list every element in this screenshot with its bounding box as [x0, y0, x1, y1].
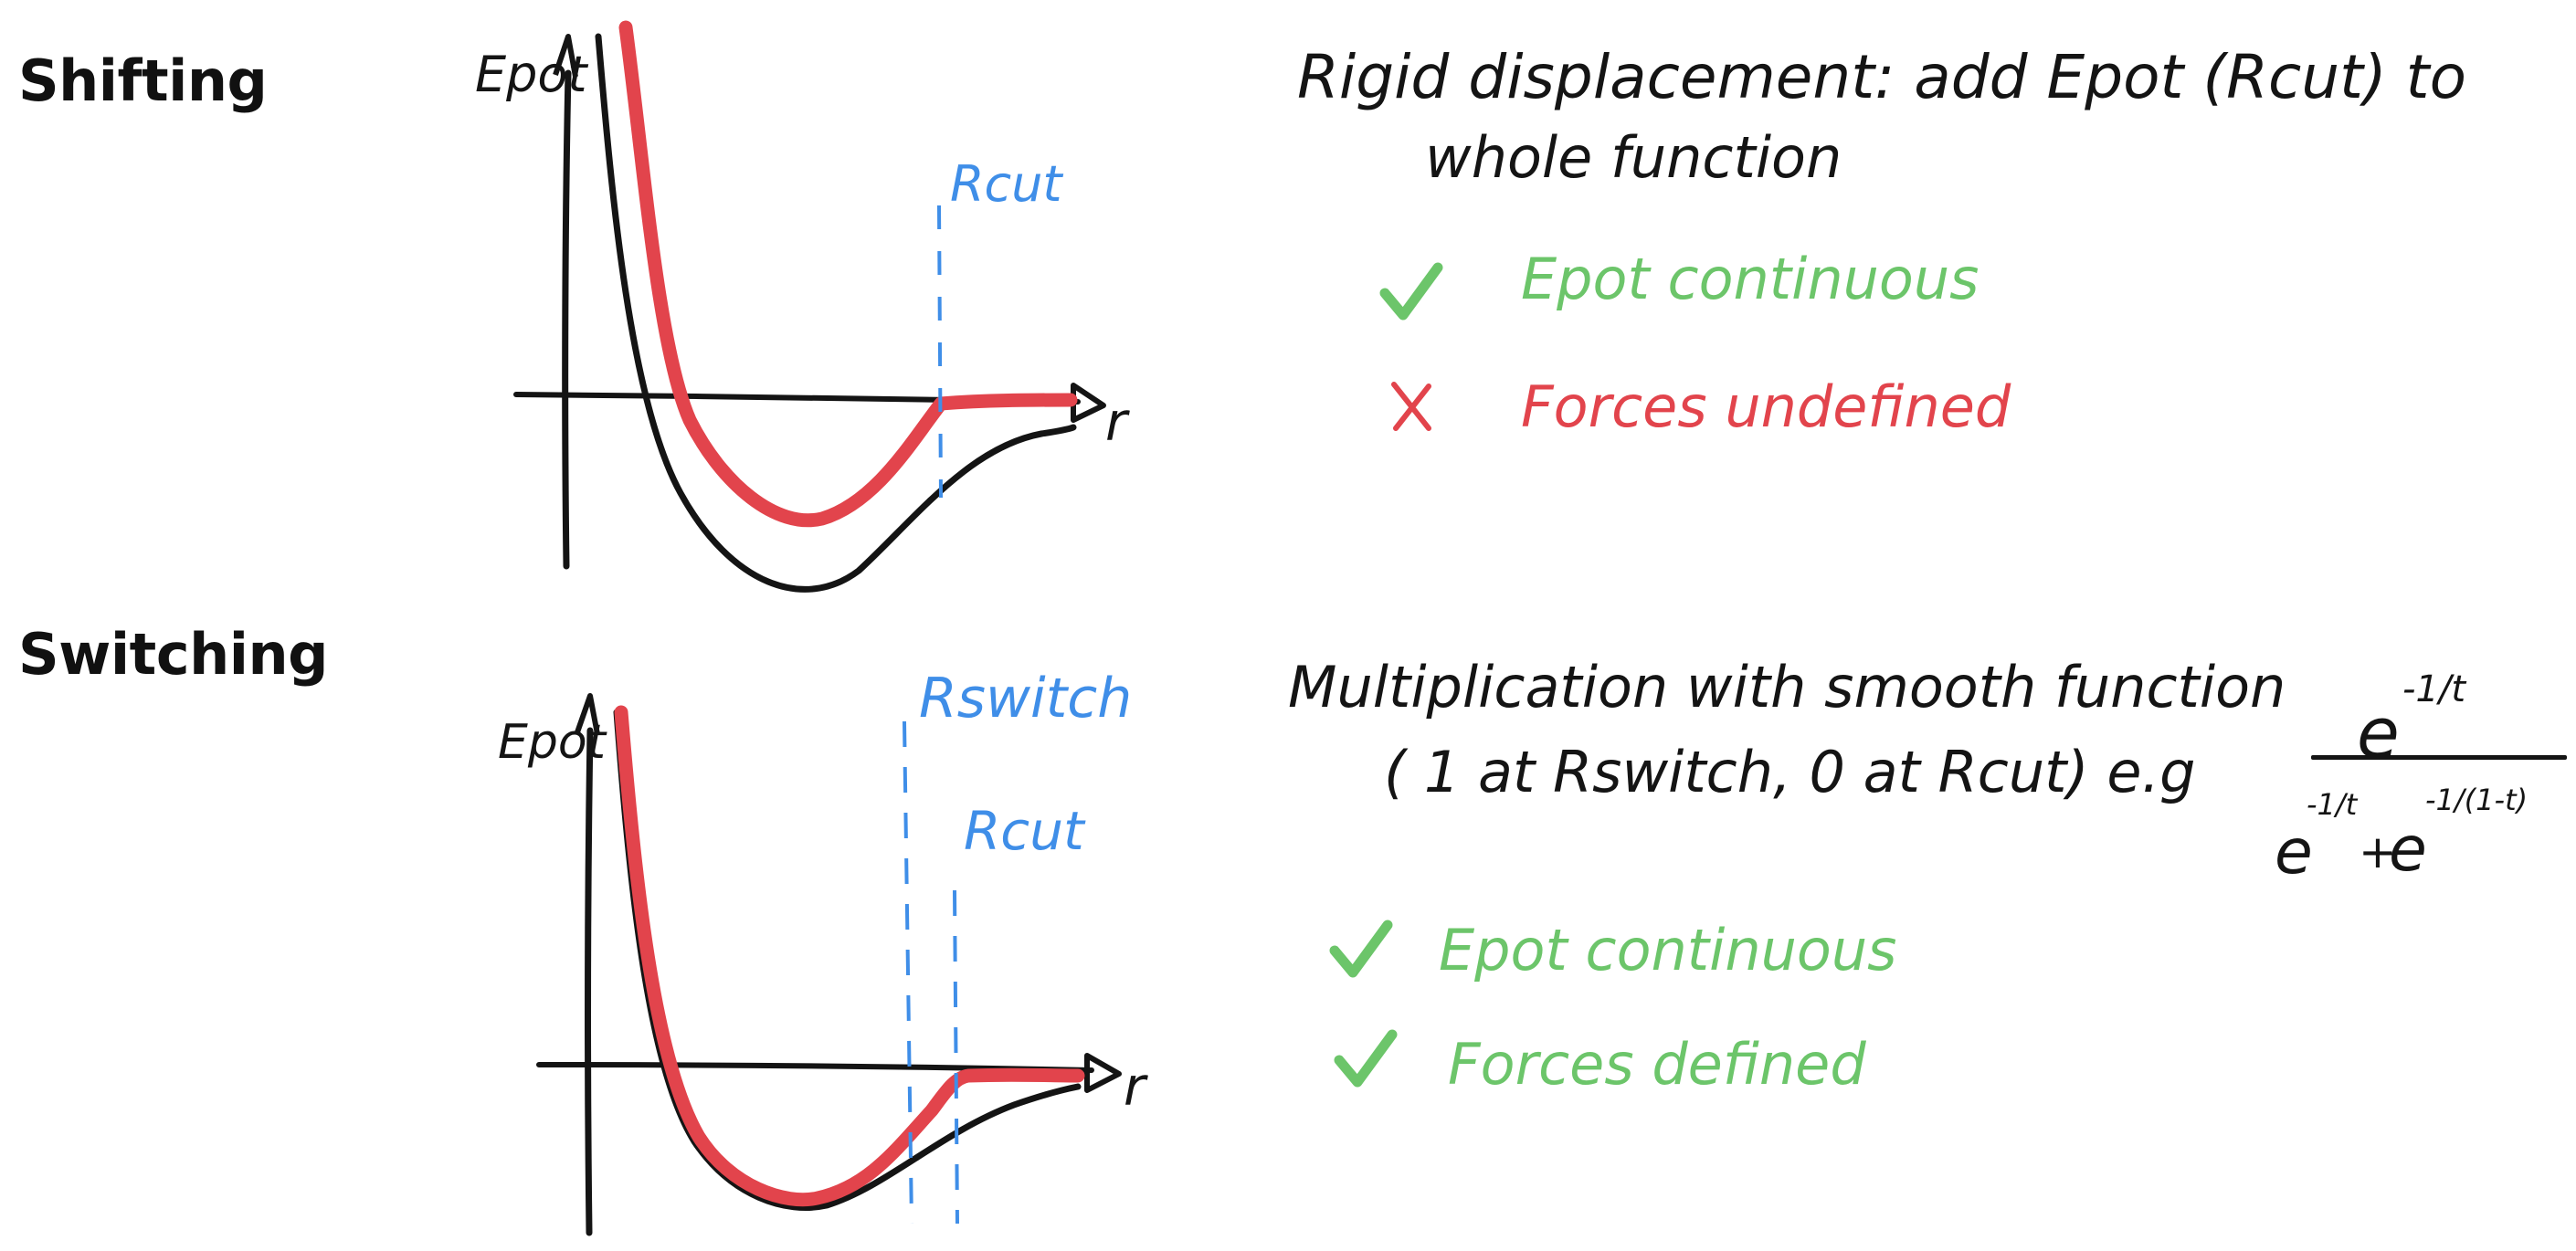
check-icon — [1334, 1029, 1398, 1088]
smooth-function-formula: e -1/t e -1/t + e -1/(1-t) — [2256, 662, 2567, 899]
switching-switched-curve — [614, 705, 1085, 1207]
formula-denominator-exponent-1: -1/t — [2307, 787, 2358, 822]
switching-y-axis — [585, 727, 594, 1236]
formula-plus: + — [2359, 825, 2397, 878]
switching-rcut-line — [953, 889, 959, 1225]
switching-x-arrow-head — [1084, 1053, 1122, 1093]
switching-check-2-label: Forces defined — [1448, 1031, 1866, 1098]
shifting-description-line1: Rigid displacement: add Epot (Rcut) to — [1297, 42, 2466, 112]
shifting-rcut-line — [937, 205, 943, 499]
formula-denominator-base-1: e — [2275, 816, 2313, 888]
switching-rcut-label: Rcut — [964, 800, 1086, 862]
cross-icon — [1391, 382, 1431, 431]
switching-description-line2: ( 1 at Rswitch, 0 at Rcut) e.g — [1384, 739, 2196, 805]
shifting-check-2-label: Forces undefined — [1521, 373, 2011, 440]
formula-numerator-exponent: -1/t — [2402, 668, 2466, 710]
switching-description-line1: Multiplication with smooth function — [1288, 654, 2286, 720]
shifting-check-1-label: Epot continuous — [1521, 246, 1980, 312]
formula-denominator-base-2: e — [2389, 814, 2427, 886]
check-icon — [1379, 262, 1443, 321]
switching-y-label: Epot — [498, 715, 607, 770]
section-heading-switching: Switching — [18, 621, 328, 688]
switching-original-curve — [613, 709, 1082, 1211]
section-heading-shifting: Shifting — [18, 47, 268, 114]
shifting-description-line2: whole function — [1425, 124, 1842, 191]
switching-y-arrow-head — [575, 693, 600, 735]
switching-rswitch-label: Rswitch — [919, 667, 1132, 731]
shifting-original-curve — [595, 33, 1077, 593]
switching-plot: Epot r Rswitch Rcut — [498, 667, 1148, 1236]
formula-fraction-bar — [2311, 755, 2567, 760]
shifting-plot: Epot r Rcut — [475, 20, 1130, 593]
shifting-shifted-curve — [618, 20, 1078, 528]
shifting-y-label: Epot — [475, 46, 588, 103]
switching-check-1-label: Epot continuous — [1439, 917, 1897, 983]
shifting-x-label: r — [1105, 391, 1130, 453]
shifting-y-axis — [562, 69, 572, 570]
switching-x-label: r — [1124, 1056, 1148, 1118]
formula-denominator-exponent-2: -1/(1-t) — [2425, 783, 2528, 817]
shifting-y-arrow-head — [553, 34, 578, 78]
switching-rswitch-line — [903, 720, 913, 1225]
shifting-rcut-label: Rcut — [950, 155, 1063, 213]
check-icon — [1329, 920, 1393, 978]
